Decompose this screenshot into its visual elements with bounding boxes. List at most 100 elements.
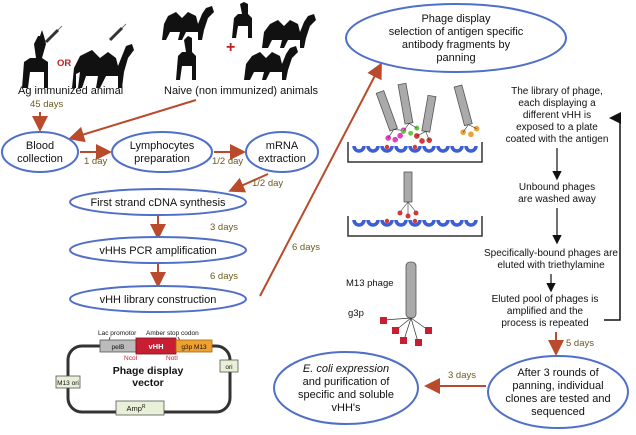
lac-promotor-label: Lac promotor [98,330,137,337]
svg-text:Specifically-bound phages are: Specifically-bound phages are [484,248,618,259]
ori-segment [219,359,239,373]
m13-phage-icon [380,261,432,346]
time-half-day-b: 1/2 day [252,178,283,189]
svg-text:vector: vector [132,377,164,389]
svg-text:antibody fragments by: antibody fragments by [402,39,511,51]
antigen-well-icon [450,219,464,227]
svg-text:coated with the antigen: coated with the antigen [506,134,609,145]
bound-antigen-dot [384,144,390,150]
text-unbound-washed: Unbound phages are washed away [518,182,596,205]
svg-text:NotI: NotI [166,355,178,362]
bound-antigen-dot [412,144,418,150]
bound-antigen-dot [412,218,418,224]
arrow-repeat-loop [604,112,621,321]
antigen-well-icon [352,145,366,153]
node-first-strand-cdna: First strand cDNA synthesis [69,188,247,216]
phage-display-vector: Lac promotor Amber stop codon pelB vHH g… [55,330,239,416]
bound-phage [397,171,419,219]
node-vhhs-pcr: vHHs PCR amplification [69,236,247,264]
antigen-well-icon [394,219,408,227]
svg-text:vHH's: vHH's [332,402,361,414]
llama-icon-naive-1 [232,2,252,38]
antigen-plate-2 [347,216,483,237]
svg-text:Eluted pool of phages is: Eluted pool of phages is [492,294,599,305]
node-mrna-extraction: mRNA extraction [245,131,319,173]
antigen-well-icon [408,219,422,227]
antigen-well-icon [464,219,478,227]
m13-ori-segment [55,375,81,389]
text-eluted-pool: Eluted pool of phages is amplified and t… [492,294,599,329]
camel-icon-naive-1 [162,6,214,40]
svg-text:exposed to a plate: exposed to a plate [516,122,598,133]
svg-text:different vHH is: different vHH is [523,110,591,121]
svg-text:AmpR: AmpR [126,404,145,413]
svg-text:Lymphocytes: Lymphocytes [130,140,195,152]
node-after-rounds: After 3 rounds of panning, individual cl… [487,355,629,429]
svg-text:NcoI: NcoI [124,355,138,362]
phage-cluster-1 [375,82,480,144]
syringe-icon-2 [108,23,127,42]
svg-text:Unbound phages: Unbound phages [519,182,595,193]
svg-text:process is repeated: process is repeated [501,318,588,329]
svg-text:specific and soluble: specific and soluble [298,389,394,401]
text-eluted: Specifically-bound phages are eluted wit… [484,248,618,271]
svg-text:g3p M13: g3p M13 [181,344,207,351]
svg-text:extraction: extraction [258,153,306,165]
node-ecoli-expression: E. coli expression and purification of s… [273,351,419,425]
svg-text:pelB: pelB [111,344,124,351]
svg-text:panning, individual: panning, individual [512,380,603,392]
node-phage-display-panning: Phage display selection of antigen speci… [345,3,567,73]
svg-text:are washed away: are washed away [518,194,596,205]
antigen-well-icon [394,145,408,153]
svg-text:The library of phage,: The library of phage, [511,86,603,97]
svg-text:preparation: preparation [134,153,190,165]
time-3-days-a: 3 days [210,222,238,233]
antigen-well-icon [422,219,436,227]
antigen-well-icon [352,219,366,227]
time-1-day: 1 day [84,156,107,167]
time-45-days: 45 days [30,99,64,110]
llama-icon [22,30,48,88]
svg-text:E. coli expression: E. coli expression [303,363,389,375]
amber-stop-label: Amber stop codon [146,330,199,337]
svg-text:Blood: Blood [26,140,54,152]
time-6-days-b: 6 days [292,242,320,253]
plus-label: + [226,39,235,56]
node-vhh-library: vHH library construction [69,285,247,313]
ag-animal-label: Ag immunized animal [18,85,123,97]
svg-text:collection: collection [17,153,63,165]
time-6-days-a: 6 days [210,271,238,282]
antigen-well-icon [422,145,436,153]
antigen-well-icon [366,219,380,227]
svg-text:M13 ori: M13 ori [57,380,79,387]
g3p-segment [175,339,213,353]
svg-text:Phage display: Phage display [113,365,184,377]
text-library-exposed: The library of phage, each displaying a … [506,86,609,145]
svg-text:First strand cDNA synthesis: First strand cDNA synthesis [90,197,226,209]
antigen-well-icon [366,145,380,153]
antigen-well-icon [408,145,422,153]
node-lymphocytes-preparation: Lymphocytes preparation [111,131,213,173]
antigen-plate-1 [347,142,483,163]
or-label: OR [57,58,71,69]
svg-text:vHHs PCR amplification: vHHs PCR amplification [99,245,216,257]
svg-text:Phage display: Phage display [421,13,491,25]
camel-icon [72,44,134,88]
svg-text:ori: ori [225,364,232,371]
g3p-label: g3p [348,308,364,319]
arrow-mrna-to-cdna [228,173,269,193]
antigen-well-icon [436,145,450,153]
m13-phage-label: M13 phage [346,278,394,289]
arrow-lib-to-phage [259,62,382,297]
syringe-icon [44,25,63,44]
svg-text:vHH: vHH [148,342,163,351]
svg-text:each displaying a: each displaying a [518,98,596,109]
time-3-days-b: 3 days [448,370,476,381]
svg-text:eluted with triethylamine: eluted with triethylamine [497,260,605,271]
antigen-well-icon [436,219,450,227]
svg-text:clones are tested and: clones are tested and [505,393,610,405]
node-blood-collection: Blood collection [1,131,79,173]
llama-icon-naive-2 [176,36,196,80]
bound-antigen-dot [384,218,390,224]
